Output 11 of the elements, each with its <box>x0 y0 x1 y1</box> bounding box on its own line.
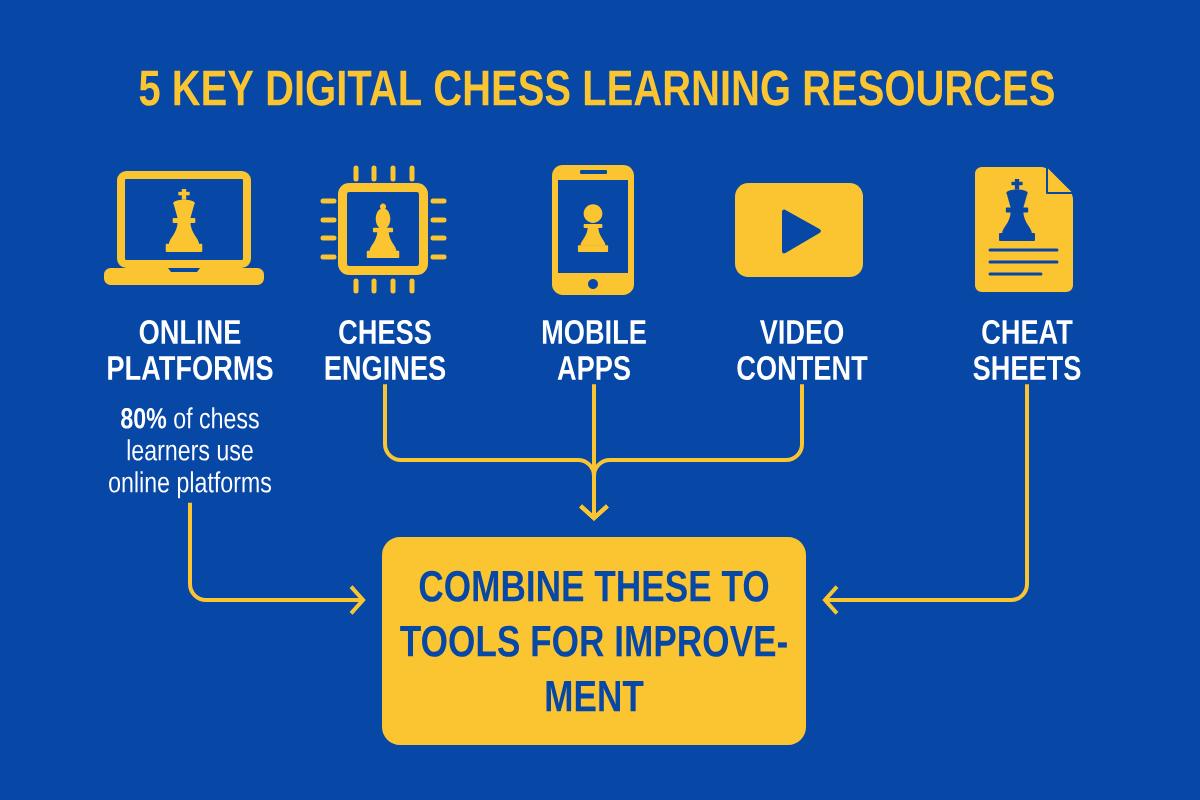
stat-text: 80% of chess learners use online platforms <box>109 407 271 499</box>
resource-label: VIDEO CONTENT <box>737 320 868 381</box>
resource-label: CHEAT SHEETS <box>973 320 1081 381</box>
arrow <box>188 502 366 615</box>
arrow <box>579 384 804 521</box>
title: 5 KEY DIGITAL CHESS LEARNING RESOURCES <box>139 70 1054 106</box>
resource-label: CHESS ENGINES <box>325 320 446 381</box>
resource-label: ONLINE PLATFORMS <box>108 320 273 381</box>
arrow <box>822 384 1029 615</box>
result-box: COMBINE THESE TO TOOLS FOR IMPROVE- MENT <box>382 537 806 745</box>
resource-label: MOBILE APPS <box>542 320 646 381</box>
